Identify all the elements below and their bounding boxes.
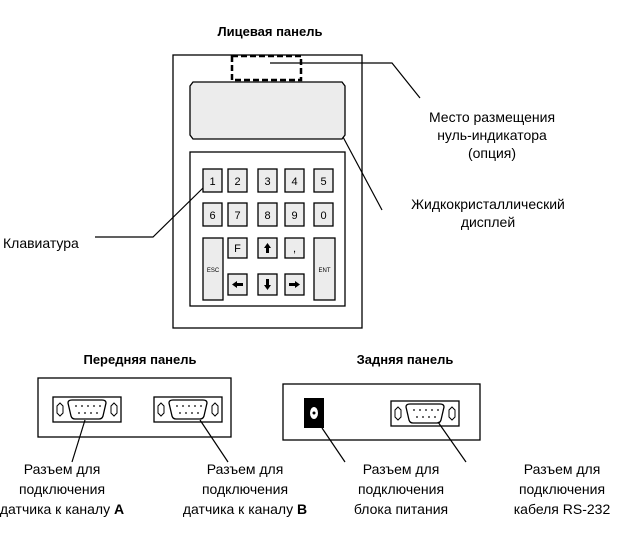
rs232-label: кабеля RS-232: [514, 501, 611, 517]
connector-a-label: подключения: [19, 481, 105, 497]
lcd-display: [189, 81, 346, 140]
rs232-leader: [437, 421, 467, 463]
keypad-row-2: 6 7 8 9 0: [202, 202, 334, 227]
key-label: 8: [264, 210, 270, 222]
null-indicator-leader: [270, 62, 421, 99]
arrow-up-icon: [264, 243, 271, 253]
connector-a: [52, 396, 122, 423]
connector-a-leader: [71, 419, 86, 463]
null-indicator-label: (опция): [468, 145, 516, 161]
arrow-down-icon: [264, 279, 271, 290]
power-label: блока питания: [354, 501, 448, 517]
key-4[interactable]: [284, 168, 305, 193]
key-1[interactable]: [202, 168, 223, 193]
key-2[interactable]: [227, 168, 248, 193]
key-ent[interactable]: [313, 237, 336, 301]
lcd-label: Жидкокристаллический: [411, 196, 565, 212]
connector-b-label: датчика к каналу B: [183, 501, 307, 517]
connector-rs232: [390, 400, 460, 427]
key-6[interactable]: [202, 202, 223, 227]
null-indicator-slot: [230, 54, 303, 82]
key-9[interactable]: [284, 202, 305, 227]
power-leader: [321, 427, 346, 463]
key-label: 7: [234, 210, 240, 222]
connector-b-label: Разъем для: [207, 461, 284, 477]
rear-panel-title: Задняя панель: [357, 352, 454, 367]
key-7[interactable]: [227, 202, 248, 227]
key-label: ESC: [207, 268, 220, 274]
power-label: Разъем для: [363, 461, 440, 477]
key-comma[interactable]: [284, 237, 305, 259]
key-label: 2: [234, 176, 240, 188]
null-indicator-label: нуль-индикатора: [437, 127, 547, 143]
key-label: 9: [291, 210, 297, 222]
front-panel-title: Передняя панель: [83, 352, 196, 367]
key-label: 4: [291, 176, 297, 188]
key-label: F: [234, 243, 241, 255]
connector-a-label: Разъем для: [24, 461, 101, 477]
key-label: 6: [209, 210, 215, 222]
key-label: ,: [293, 243, 296, 255]
keypad-row-1: 1 2 3 4 5: [202, 168, 334, 193]
key-5[interactable]: [313, 168, 334, 193]
connector-b-label: подключения: [202, 481, 288, 497]
arrow-right-icon: [289, 281, 300, 288]
connector-a-label: датчика к каналу A: [0, 501, 124, 517]
connector-b: [153, 396, 223, 423]
connector-b-leader: [199, 419, 229, 463]
arrow-left-icon: [232, 281, 243, 288]
key-0[interactable]: [313, 202, 334, 227]
power-label: подключения: [358, 481, 444, 497]
key-label: 3: [264, 176, 270, 188]
key-label: 0: [320, 210, 326, 222]
key-label: 1: [209, 176, 215, 188]
null-indicator-label: Место размещения: [429, 109, 555, 125]
keyboard-leader: [95, 187, 204, 238]
lcd-label: дисплей: [461, 214, 515, 230]
key-label: 5: [320, 176, 326, 188]
rs232-label: Разъем для: [524, 461, 601, 477]
lcd-leader: [342, 136, 383, 211]
power-jack: [304, 398, 324, 428]
rs232-label: подключения: [519, 481, 605, 497]
key-label: ENT: [319, 268, 331, 274]
face-panel-title: Лицевая панель: [218, 24, 323, 39]
key-f[interactable]: [227, 237, 248, 259]
key-3[interactable]: [257, 168, 278, 193]
key-8[interactable]: [257, 202, 278, 227]
keyboard-label: Клавиатура: [3, 235, 79, 251]
key-esc[interactable]: [202, 237, 224, 301]
